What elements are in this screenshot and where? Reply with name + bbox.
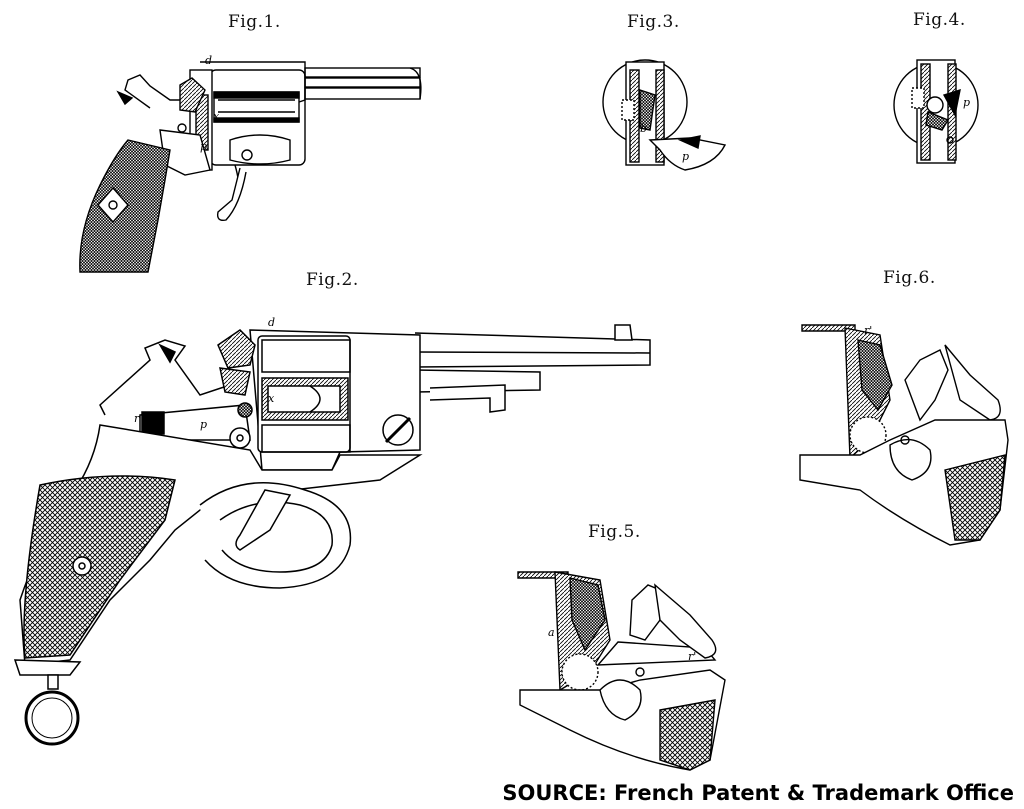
fig6-label: Fig.6. (883, 268, 936, 288)
svg-text:r': r' (864, 324, 872, 337)
fig5-mechanism-drawing: a r' (517, 571, 726, 771)
fig1-revolver-drawing: d p x (79, 54, 422, 273)
fig4-label: Fig.4. (913, 10, 966, 30)
svg-text:p: p (200, 140, 207, 153)
svg-text:p: p (200, 418, 207, 431)
svg-text:p: p (682, 150, 689, 163)
svg-text:r: r (134, 412, 140, 425)
svg-text:d: d (205, 54, 212, 67)
svg-text:x: x (268, 392, 275, 405)
fig6-mechanism-drawing: r' (799, 324, 1009, 546)
fig3-label: Fig.3. (627, 12, 680, 32)
fig3-mechanism-drawing: p b (602, 59, 727, 171)
fig2-label: Fig.2. (306, 270, 359, 290)
fig2-revolver-drawing: d p x r (13, 316, 651, 746)
fig5-label: Fig.5. (588, 522, 641, 542)
fig4-mechanism-drawing: p (893, 59, 979, 164)
svg-text:r': r' (688, 650, 696, 663)
svg-text:b: b (640, 122, 647, 135)
svg-text:a: a (548, 626, 555, 639)
svg-text:d: d (268, 316, 275, 329)
source-caption: SOURCE: French Patent & Trademark Office (502, 781, 1014, 805)
fig1-label: Fig.1. (228, 12, 281, 32)
svg-text:x: x (213, 110, 220, 123)
svg-text:p: p (963, 96, 970, 109)
